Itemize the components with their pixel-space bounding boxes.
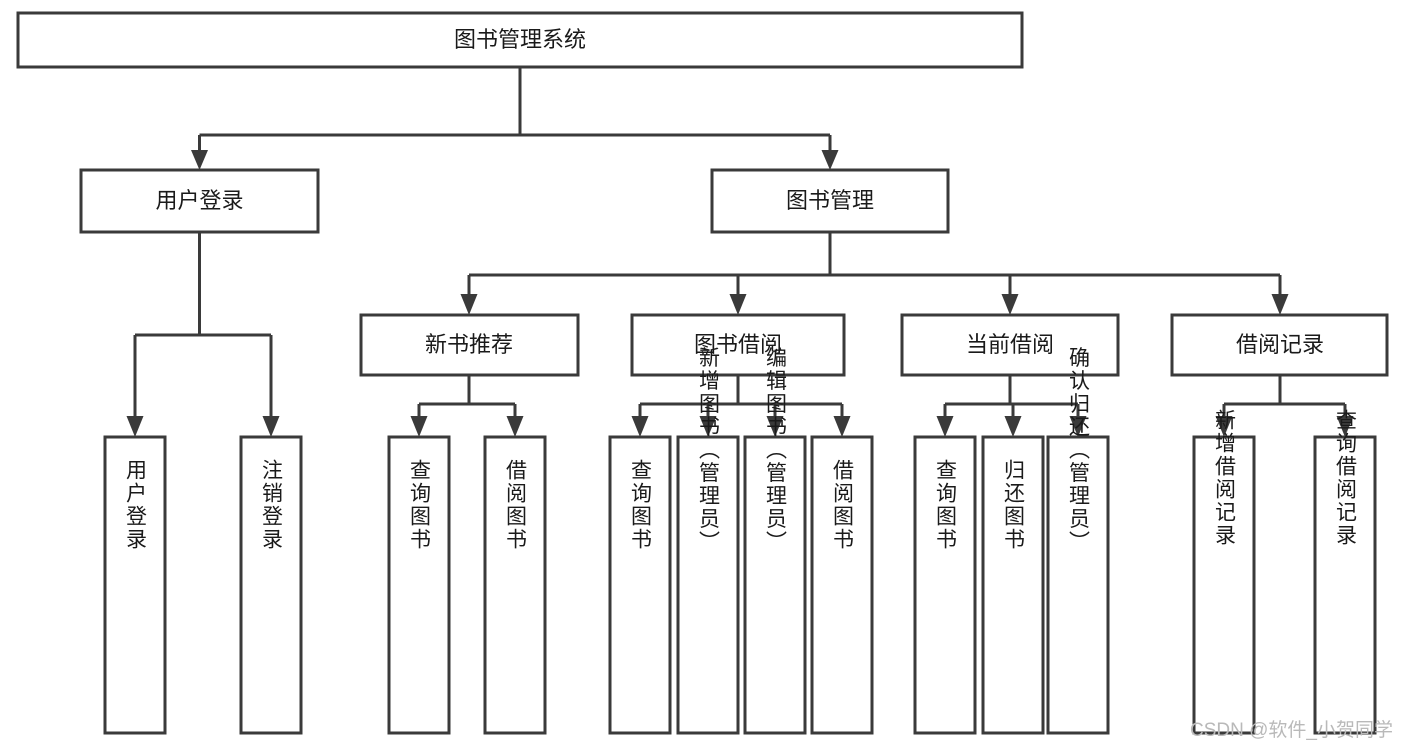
node-user-login-label: 用户登录 <box>155 188 243 213</box>
leaf-current-borrow-3[interactable]: 确认归还（管理员） <box>1046 347 1110 735</box>
leaf-current-borrow-1-label: 查询图书 <box>934 459 958 551</box>
arrow-head-leaf-user-login-2 <box>262 416 280 437</box>
leaf-user-login-2-box[interactable] <box>239 435 303 735</box>
leaf-book-borrow-1-box[interactable] <box>608 435 672 735</box>
node-book-management[interactable]: 图书管理 <box>710 168 950 234</box>
node-borrow-record-box[interactable] <box>1170 313 1389 377</box>
arrow-head-leaf-new-book-2 <box>506 416 524 437</box>
leaf-current-borrow-2-label: 归还图书 <box>1002 459 1026 551</box>
leaf-book-borrow-3-label: 编辑图书（管理员） <box>764 347 788 554</box>
arrow-head-leaf-current-borrow-2 <box>1004 416 1022 437</box>
leaf-new-book-1-label: 查询图书 <box>408 459 432 551</box>
node-user-login[interactable]: 用户登录 <box>79 168 320 234</box>
leaf-current-borrow-3-box[interactable] <box>1046 435 1110 735</box>
arrow-head-book-mgmt <box>821 150 839 170</box>
node-current-borrow-box[interactable] <box>900 313 1120 377</box>
arrow-head-leaf-borrow-record-1 <box>1215 416 1233 437</box>
leaf-user-login-2[interactable]: 注销登录 <box>239 435 303 735</box>
leaf-book-borrow-3[interactable]: 编辑图书（管理员） <box>743 347 807 735</box>
node-user-login-box[interactable] <box>79 168 320 234</box>
leaf-user-login-1-box[interactable] <box>103 435 167 735</box>
arrow-head-leaf-book-borrow-1 <box>631 416 649 437</box>
leaf-current-borrow-3-label: 确认归还（管理员） <box>1067 347 1091 554</box>
arrow-head-current-borrow <box>1001 294 1019 315</box>
leaf-current-borrow-1[interactable]: 查询图书 <box>913 435 977 735</box>
leaf-book-borrow-4-box[interactable] <box>810 435 874 735</box>
leaf-new-book-2-label: 借阅图书 <box>504 459 528 551</box>
leaf-book-borrow-4-label: 借阅图书 <box>831 459 855 551</box>
node-new-book-recommend-label: 新书推荐 <box>425 332 513 357</box>
leaf-user-login-1-label: 用户登录 <box>124 459 148 551</box>
node-book-borrow-label: 图书借阅 <box>694 332 782 357</box>
leaf-borrow-record-2-label: 查询借阅记录 <box>1334 409 1358 547</box>
node-borrow-record[interactable]: 借阅记录 <box>1170 313 1389 377</box>
leaf-borrow-record-1[interactable]: 新增借阅记录 <box>1192 409 1256 735</box>
arrow-head-leaf-book-borrow-2 <box>699 416 717 437</box>
arrow-head-new-book <box>460 294 478 315</box>
leaf-current-borrow-2[interactable]: 归还图书 <box>981 435 1045 735</box>
node-root-box[interactable] <box>16 11 1024 69</box>
node-new-book-recommend[interactable]: 新书推荐 <box>359 313 580 377</box>
arrow-head-leaf-book-borrow-4 <box>833 416 851 437</box>
leaf-book-borrow-2-label: 新增图书（管理员） <box>697 347 721 554</box>
arrow-head-borrow-record <box>1271 294 1289 315</box>
leaf-borrow-record-2-box[interactable] <box>1313 435 1377 735</box>
node-book-borrow-box[interactable] <box>630 313 846 377</box>
leaf-new-book-2[interactable]: 借阅图书 <box>483 435 547 735</box>
node-book-management-box[interactable] <box>710 168 950 234</box>
node-root[interactable]: 图书管理系统 <box>16 11 1024 69</box>
connector-group <box>126 67 1354 437</box>
node-book-management-label: 图书管理 <box>786 188 874 213</box>
arrow-head-leaf-user-login-1 <box>126 416 144 437</box>
leaf-book-borrow-2[interactable]: 新增图书（管理员） <box>676 347 740 735</box>
node-current-borrow[interactable]: 当前借阅 <box>900 313 1120 377</box>
node-root-label: 图书管理系统 <box>454 27 586 52</box>
leaf-current-borrow-2-box[interactable] <box>981 435 1045 735</box>
arrow-head-leaf-current-borrow-3 <box>1069 416 1087 437</box>
leaf-book-borrow-1[interactable]: 查询图书 <box>608 435 672 735</box>
node-book-borrow[interactable]: 图书借阅 <box>630 313 846 377</box>
leaf-borrow-record-1-label: 新增借阅记录 <box>1213 409 1237 547</box>
leaf-book-borrow-2-box[interactable] <box>676 435 740 735</box>
arrow-head-leaf-borrow-record-2 <box>1336 416 1354 437</box>
leaf-user-login-1[interactable]: 用户登录 <box>103 435 167 735</box>
leaf-user-login-2-label: 注销登录 <box>260 459 284 551</box>
leaf-current-borrow-1-box[interactable] <box>913 435 977 735</box>
leaf-book-borrow-3-box[interactable] <box>743 435 807 735</box>
node-borrow-record-label: 借阅记录 <box>1236 332 1324 357</box>
leaf-new-book-1[interactable]: 查询图书 <box>387 435 451 735</box>
arrow-head-leaf-new-book-1 <box>410 416 428 437</box>
arrow-head-leaf-current-borrow-1 <box>936 416 954 437</box>
leaf-book-borrow-4[interactable]: 借阅图书 <box>810 435 874 735</box>
arrow-head-user-login <box>191 150 208 170</box>
arrow-head-leaf-book-borrow-3 <box>766 416 784 437</box>
leaf-borrow-record-1-box[interactable] <box>1192 435 1256 735</box>
arrow-head-book-borrow <box>729 294 747 315</box>
node-new-book-recommend-box[interactable] <box>359 313 580 377</box>
leaf-new-book-2-box[interactable] <box>483 435 547 735</box>
leaf-new-book-1-box[interactable] <box>387 435 451 735</box>
node-current-borrow-label: 当前借阅 <box>966 332 1054 357</box>
leaf-borrow-record-2[interactable]: 查询借阅记录 <box>1313 409 1377 735</box>
leaf-book-borrow-1-label: 查询图书 <box>629 459 653 551</box>
